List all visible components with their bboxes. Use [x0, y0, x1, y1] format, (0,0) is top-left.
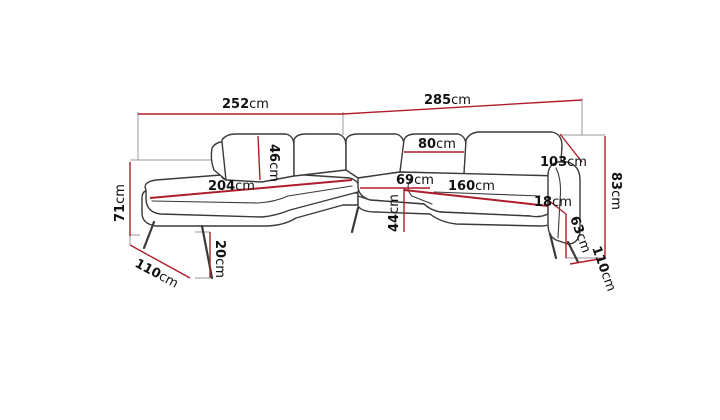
label-leg-height: 20cm: [212, 240, 227, 278]
sofa-outline: [141, 131, 581, 245]
label-depth-right-end: 110cm: [588, 244, 618, 293]
label-seat-depth-chaise: 204cm: [208, 179, 255, 194]
label-total-height: 83cm: [608, 172, 623, 210]
label-corner-seat: 69cm: [396, 173, 434, 188]
label-depth-left: 110cm: [132, 256, 180, 291]
label-seat-height: 44cm: [387, 194, 402, 232]
dimension-labels: 252cm 285cm 46cm 204cm 80cm 69cm 160cm 1…: [113, 93, 623, 293]
label-backrest-height: 46cm: [266, 144, 281, 182]
label-arm-height: 63cm: [566, 214, 593, 255]
backrest-cushion-1: [219, 133, 295, 183]
leg-3: [350, 206, 360, 234]
leg-4: [548, 232, 558, 260]
backrest-cushion-5: [463, 131, 563, 177]
label-height-left: 71cm: [113, 184, 128, 222]
label-seat-width-right: 160cm: [448, 179, 495, 194]
label-depth-right: 103cm: [540, 155, 587, 170]
label-armrest-width: 18cm: [534, 195, 572, 210]
backrest-cushion-2: [293, 133, 347, 177]
label-width-right: 285cm: [424, 93, 471, 108]
extension-lines: [129, 98, 605, 279]
dimension-lines: [129, 99, 606, 279]
label-cushion-width: 80cm: [418, 137, 456, 152]
chaise-back-arm: [210, 141, 227, 181]
leg-1: [142, 220, 156, 250]
backrest-cushion-3: [345, 133, 405, 179]
label-width-left: 252cm: [222, 97, 269, 112]
leg-5: [566, 240, 580, 264]
